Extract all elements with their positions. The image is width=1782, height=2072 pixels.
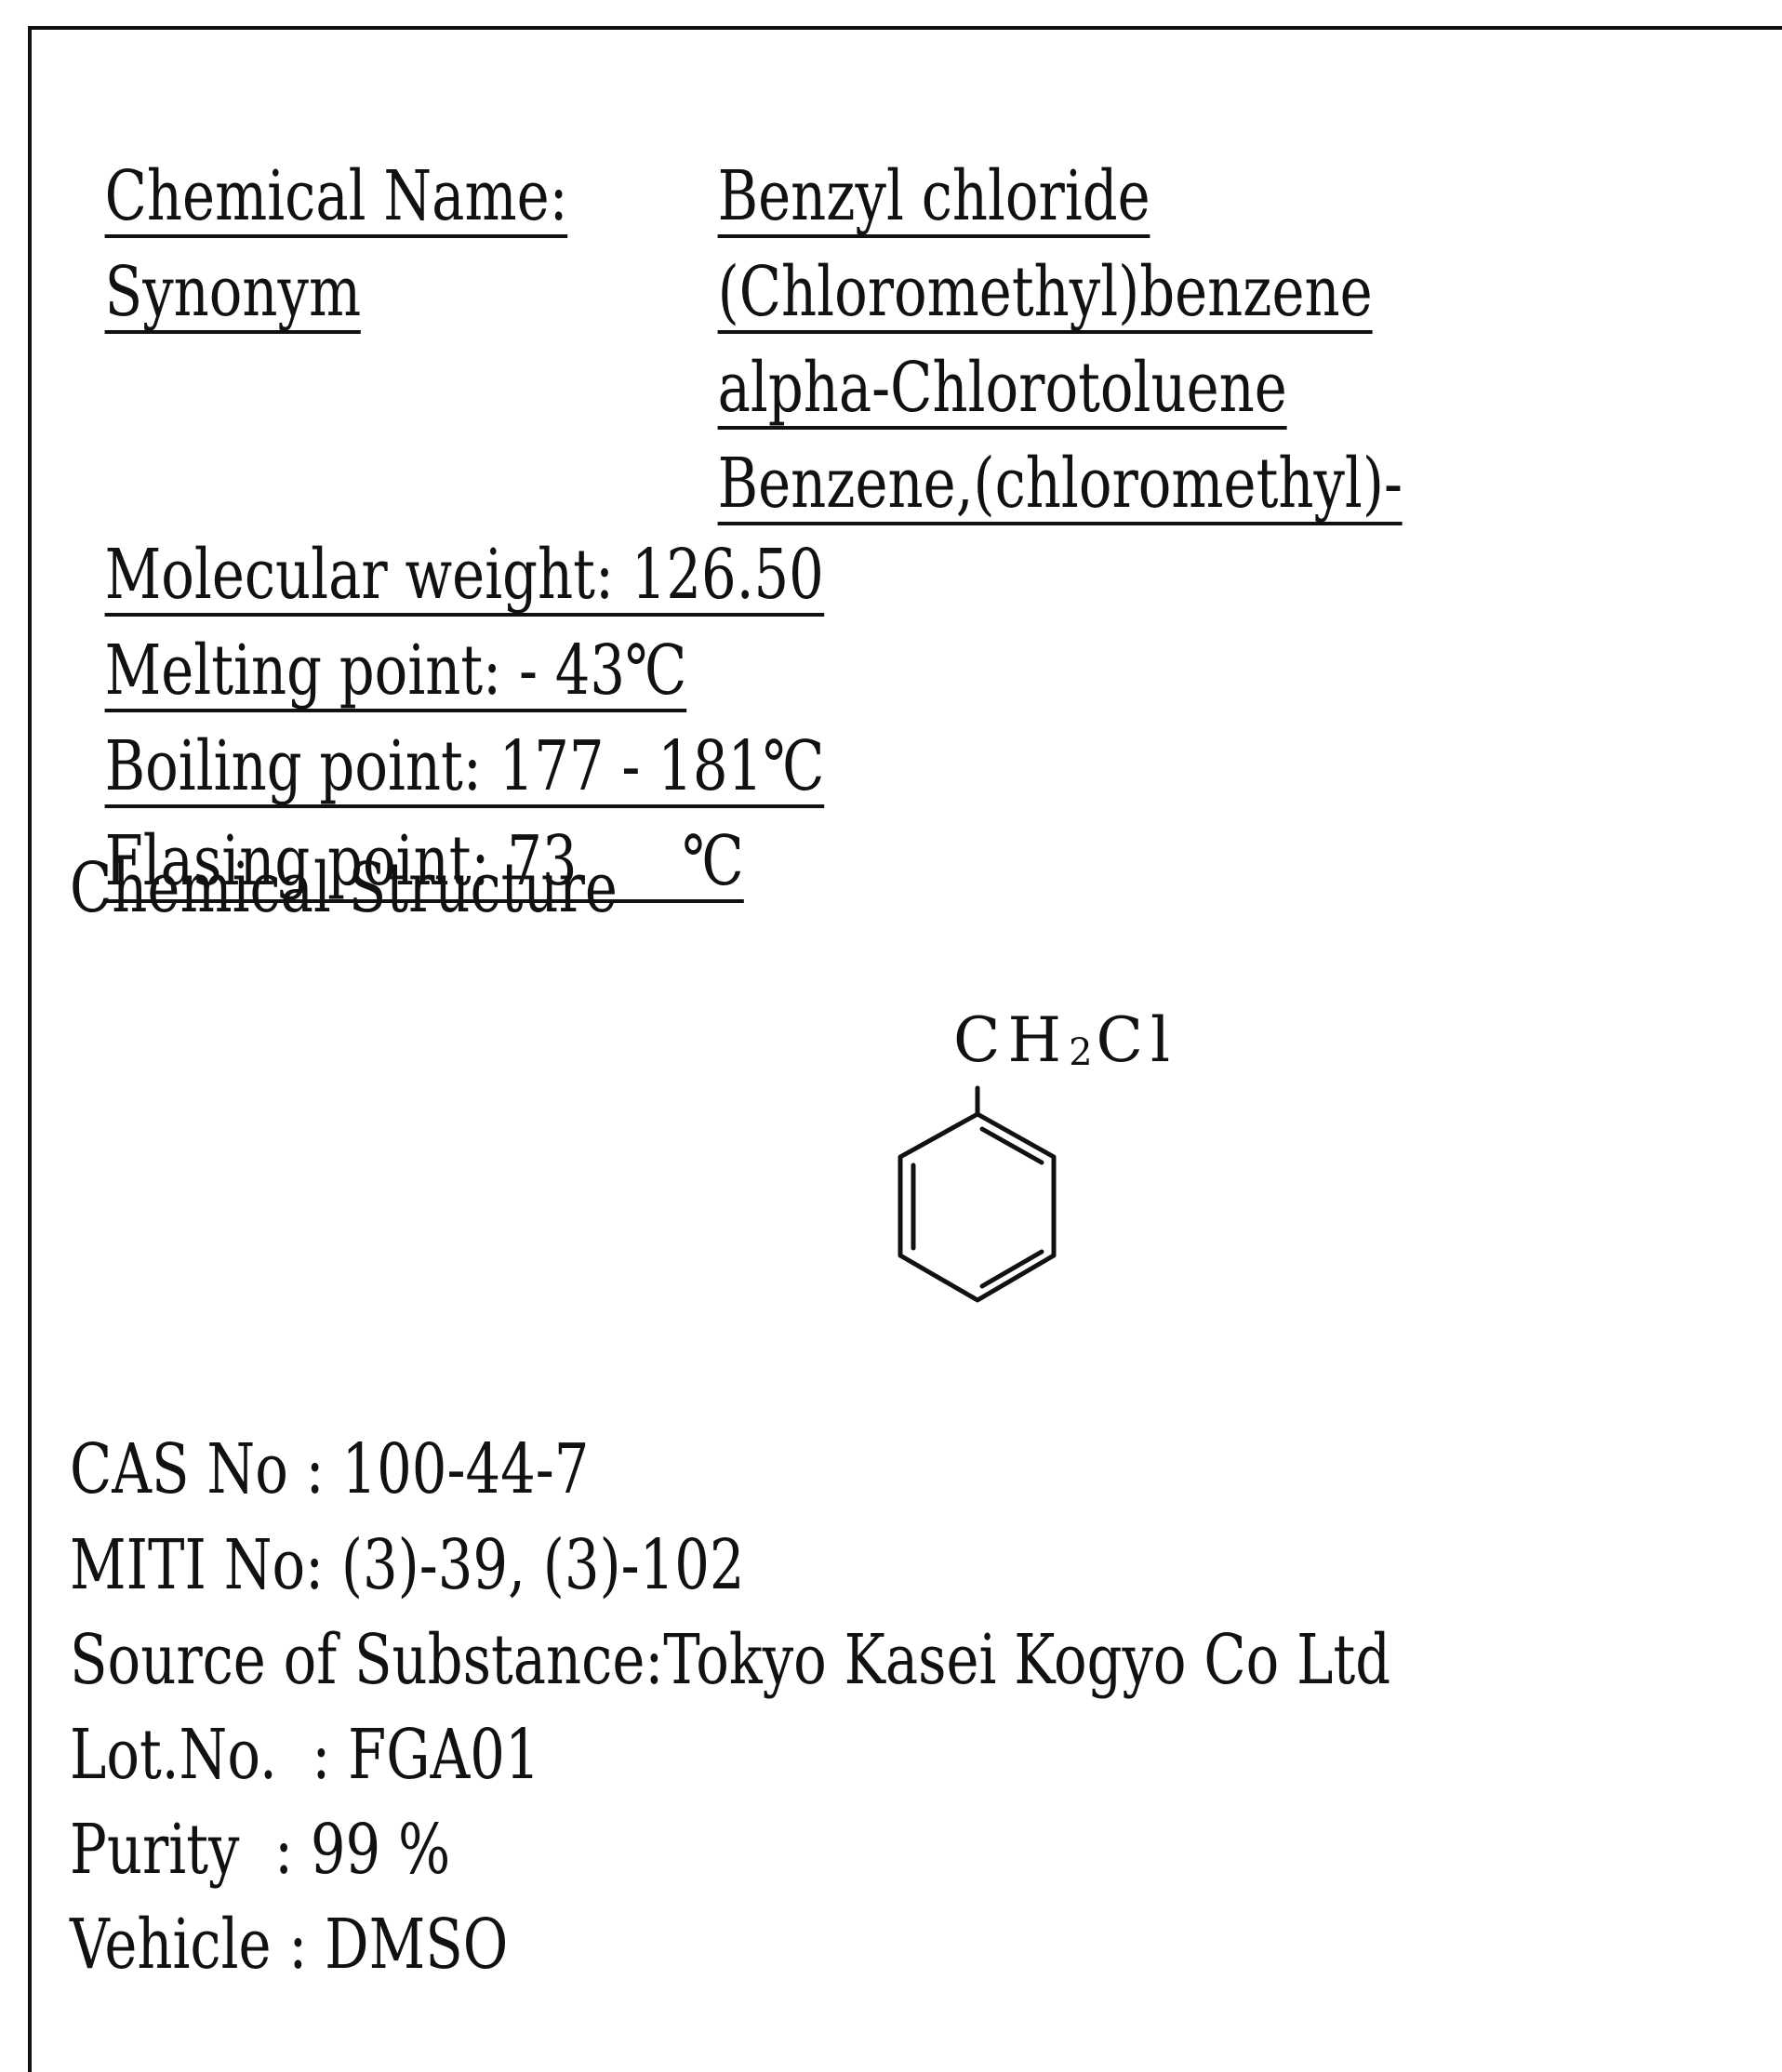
synonym-1-text: (Chloromethyl)benzene	[717, 252, 1373, 334]
synonym-2-text: alpha-Chlorotoluene	[717, 348, 1287, 430]
synonym-3: Benzene,(chloromethyl)-	[683, 380, 1403, 525]
miti-number: MITI No: (3)-39, (3)-102	[70, 1525, 745, 1605]
melting-point-text: Melting point: - 43℃	[104, 631, 687, 712]
structure-heading: Chemical Structure	[70, 848, 618, 928]
benzene-hexagon	[898, 1111, 1057, 1303]
synonym-label-text: Synonym	[104, 252, 362, 334]
formula-main: CH	[953, 1004, 1070, 1076]
chemical-name-value: Benzyl chloride	[683, 93, 1150, 238]
flasing-point: Flasing point: 73 ℃	[70, 758, 744, 903]
double-bond-top	[979, 1126, 1044, 1165]
synonym-2: alpha-Chlorotoluene	[683, 285, 1287, 430]
purity: Purity : 99 %	[70, 1810, 451, 1890]
structure-formula: CH2Cl	[953, 1010, 1177, 1074]
vehicle: Vehicle : DMSO	[70, 1905, 509, 1985]
boiling-point-text: Boiling point: 177 - 181℃	[104, 726, 825, 808]
boiling-point: Boiling point: 177 - 181℃	[70, 663, 824, 808]
synonym-3-text: Benzene,(chloromethyl)-	[717, 444, 1403, 525]
chemical-name-value-text: Benzyl chloride	[717, 156, 1150, 238]
molecular-weight: Molecular weight: 126.50	[70, 472, 824, 617]
formula-tail: Cl	[1096, 1004, 1178, 1076]
lot-number: Lot.No. : FGA01	[70, 1715, 540, 1795]
formula-subscript: 2	[1069, 1031, 1097, 1074]
synonym-label: Synonym	[70, 189, 362, 334]
melting-point: Melting point: - 43℃	[70, 567, 686, 712]
chemical-name-label: Chemical Name:	[70, 93, 568, 238]
flasing-point-text: Flasing point: 73 ℃	[104, 821, 744, 903]
benzene-ring-structure	[898, 1085, 1057, 1303]
document-frame	[28, 26, 1782, 2072]
cas-number: CAS No : 100-44-7	[70, 1429, 590, 1509]
chemical-name-label-text: Chemical Name:	[104, 156, 568, 238]
double-bond-bottom	[979, 1249, 1044, 1289]
substance-source: Source of Substance:Tokyo Kasei Kogyo Co…	[70, 1620, 1391, 1700]
synonym-1: (Chloromethyl)benzene	[683, 189, 1373, 334]
molecular-weight-text: Molecular weight: 126.50	[104, 535, 824, 617]
